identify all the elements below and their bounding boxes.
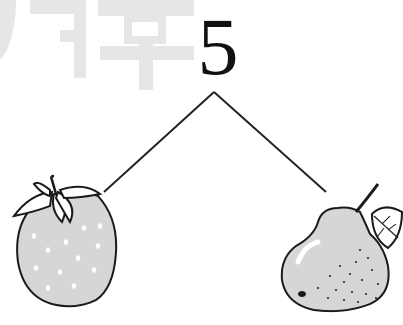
pear-icon [282,184,402,311]
right-branch-line [214,92,326,192]
strawberry-icon [14,176,116,306]
left-branch-line [104,92,214,192]
